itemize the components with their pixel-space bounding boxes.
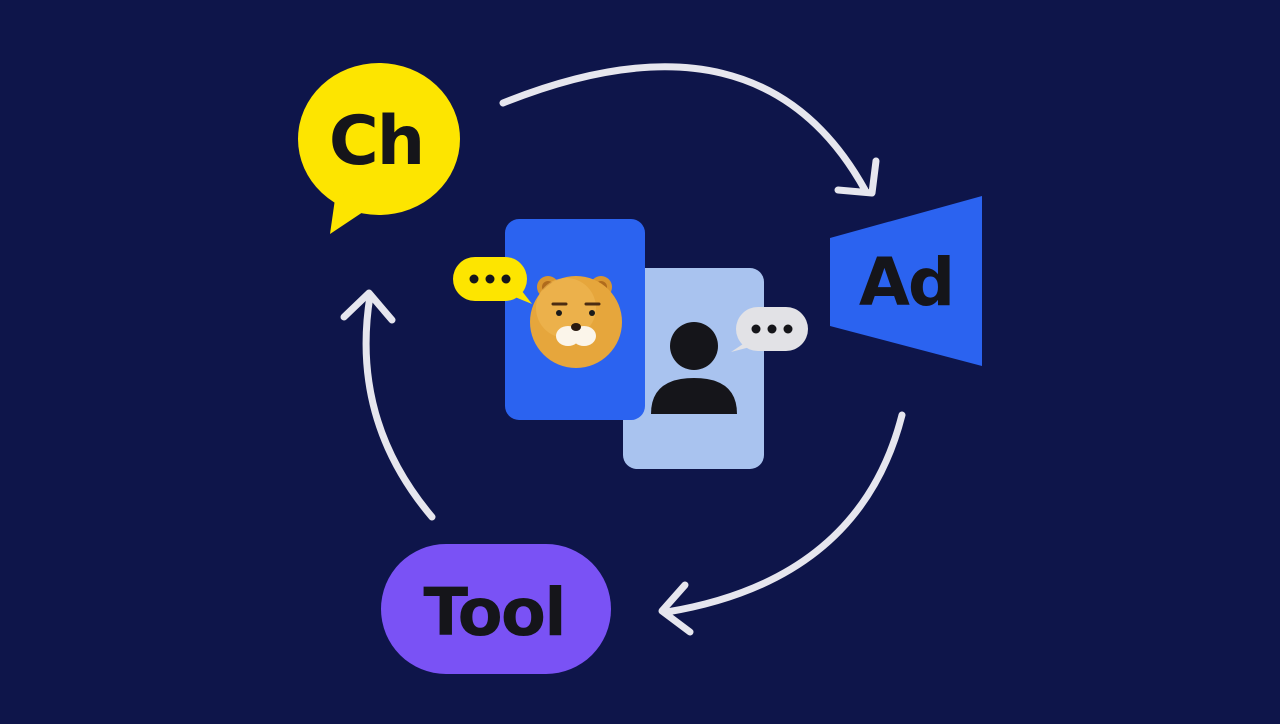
arrow-tool-to-channel (362, 292, 436, 521)
arrowhead-channel-to-ad (834, 157, 880, 197)
arrow-ad-to-tool (663, 411, 906, 616)
arrowhead-ad-to-tool (658, 581, 694, 636)
tool-node: Tool (381, 544, 611, 674)
ad-node: Ad (830, 196, 982, 366)
chat-bubble-yellow (453, 257, 532, 304)
tool-pill (381, 544, 611, 674)
bear-face-icon (530, 276, 622, 368)
tool-label: Tool (423, 574, 565, 651)
speech-bubble-icon (298, 63, 460, 234)
person-icon (651, 322, 737, 414)
megaphone-icon (830, 196, 982, 366)
arrowhead-tool-to-channel (340, 289, 396, 324)
channel-label: Ch (329, 102, 423, 181)
cycle-arrows (340, 63, 906, 636)
chat-bubble-gray (731, 307, 808, 352)
arrow-channel-to-ad (499, 63, 869, 194)
channel-node: Ch (298, 63, 460, 234)
center-illustration (453, 219, 808, 469)
ad-label: Ad (859, 244, 953, 321)
